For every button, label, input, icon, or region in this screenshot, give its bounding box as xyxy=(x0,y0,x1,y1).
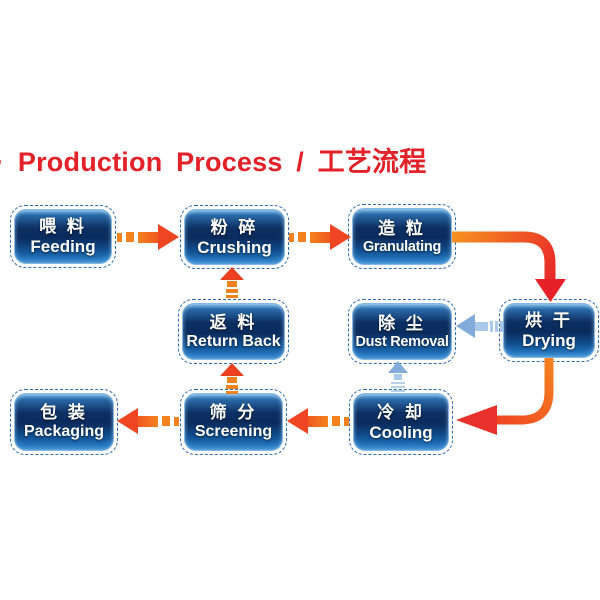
process-label-zh-screening: 筛 分 xyxy=(209,403,258,423)
process-box-crushing: 粉 碎 Crushing xyxy=(180,205,289,269)
arrow-dash xyxy=(162,416,170,426)
process-label-en-crushing: Crushing xyxy=(197,237,272,257)
arrow-body xyxy=(138,415,158,427)
arrow-drying-to-dust-removal xyxy=(456,314,503,338)
arrow-cooling-to-dust-removal xyxy=(388,361,408,392)
process-label-en-dust-removal: Dust Removal xyxy=(355,333,449,350)
curve-granulating-to-drying xyxy=(452,231,556,281)
arrow-body xyxy=(227,281,237,287)
process-label-en-drying: Drying xyxy=(522,331,576,351)
process-label-en-cooling: Cooling xyxy=(369,422,433,442)
process-box-cooling: 冷 却 Cooling xyxy=(349,389,453,455)
process-label-zh-crushing: 粉 碎 xyxy=(210,217,259,237)
arrow-return-back-to-crushing xyxy=(220,267,244,298)
process-box-drying: 烘 干 Drying xyxy=(499,299,599,362)
arrow-dash xyxy=(226,385,238,389)
arrow-cooling-to-screening xyxy=(287,408,349,434)
process-box-feeding: 喂 料 Feeding xyxy=(10,205,116,268)
arrow-dash xyxy=(226,390,238,394)
arrow-screening-to-packaging xyxy=(117,408,179,434)
process-label-en-screening: Screening xyxy=(194,423,273,441)
process-label-zh-packaging: 包 装 xyxy=(40,403,88,423)
arrow-dash xyxy=(490,320,493,332)
process-label-en-granulating: Granulating xyxy=(362,238,442,255)
process-label-en-return-back: Return Back xyxy=(186,332,281,350)
arrow-body xyxy=(310,231,330,243)
process-box-granulating: 造 粒 Granulating xyxy=(348,204,456,269)
arrow-down-icon xyxy=(535,279,566,302)
process-box-screening: 筛 分 Screening xyxy=(180,389,287,455)
process-label-zh-cooling: 冷 却 xyxy=(377,402,425,422)
arrow-body xyxy=(227,377,237,383)
process-label-en-packaging: Packaging xyxy=(23,423,105,441)
arrow-dash xyxy=(391,390,405,392)
arrow-left-icon xyxy=(287,408,308,434)
arrow-dash xyxy=(298,232,306,242)
process-box-packaging: 包 装 Packaging xyxy=(10,389,118,455)
arrow-left-icon xyxy=(456,314,475,338)
process-label-zh-return-back: 返 料 xyxy=(209,312,258,332)
process-box-return-back: 返 料 Return Back xyxy=(178,299,289,364)
curve-drying-to-cooling xyxy=(496,358,554,425)
arrow-right-icon xyxy=(330,224,351,250)
page-title: · Production Process / 工艺流程 xyxy=(0,147,427,177)
arrow-right-icon xyxy=(158,224,179,250)
arrow-dash xyxy=(332,416,340,426)
arrow-dash xyxy=(391,386,405,388)
arrow-body xyxy=(138,231,158,243)
arrow-body xyxy=(308,415,328,427)
arrow-dash xyxy=(174,416,179,426)
arrow-feeding-to-crushing xyxy=(117,224,179,250)
arrow-dash xyxy=(226,294,238,298)
process-box-dust-removal: 除 尘 Dust Removal xyxy=(348,299,456,364)
arrow-body xyxy=(394,374,402,380)
arrow-dash xyxy=(495,320,498,332)
process-label-zh-feeding: 喂 料 xyxy=(39,217,87,237)
arrow-dash xyxy=(344,416,349,426)
arrow-body xyxy=(475,321,488,331)
arrow-dash xyxy=(126,232,134,242)
arrow-dash xyxy=(391,382,405,384)
arrow-dash xyxy=(289,232,294,242)
process-label-en-feeding: Feeding xyxy=(30,237,96,257)
arrow-dash xyxy=(226,289,238,293)
arrow-left-icon xyxy=(456,405,497,435)
arrow-left-icon xyxy=(117,408,138,434)
arrow-dash xyxy=(500,320,503,332)
arrow-up-icon xyxy=(220,267,244,280)
process-label-zh-drying: 烘 干 xyxy=(525,311,573,331)
process-label-zh-dust-removal: 除 尘 xyxy=(378,313,426,333)
arrow-dash xyxy=(117,232,122,242)
process-label-zh-granulating: 造 粒 xyxy=(378,218,426,238)
arrow-up-icon xyxy=(220,363,244,376)
arrow-crushing-to-granulating xyxy=(289,224,351,250)
arrow-screening-to-return-back xyxy=(220,363,244,394)
arrow-up-icon xyxy=(388,361,408,373)
